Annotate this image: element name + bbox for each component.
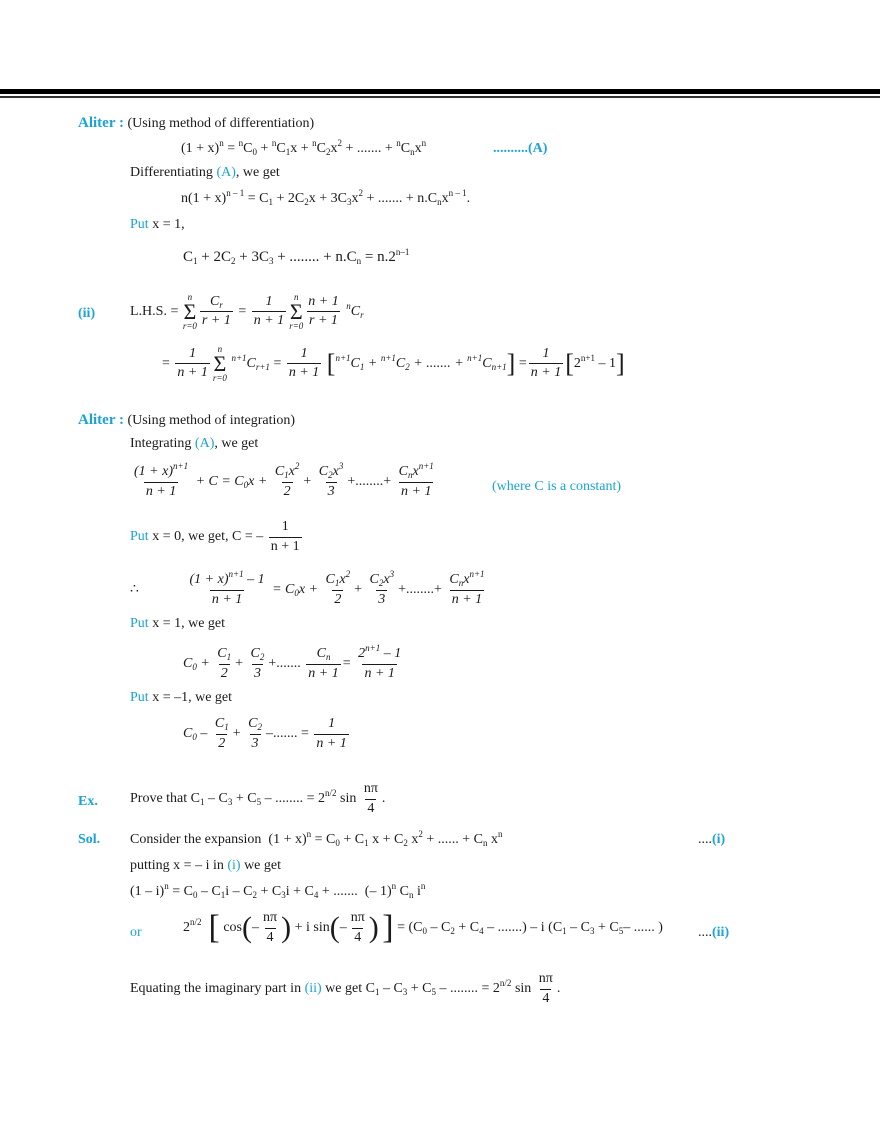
text: Equating the imaginary part in [130, 981, 305, 997]
solution-line3: (1 – i)n = C0 – C1i – C2 + C3i + C4 + ..… [130, 881, 426, 900]
put-x-1-we-get: Put x = 1, we get [130, 617, 225, 631]
text: putting x = – i in [130, 858, 228, 873]
constant-note: (where C is a constant) [492, 480, 621, 494]
equation-derivative: n(1 + x)n – 1 = C1 + 2C2x + 3C3x2 + ....… [181, 188, 471, 207]
header-rule-thick [0, 89, 880, 94]
put-label: Put [130, 616, 149, 631]
part-ii-label: (ii) [78, 307, 95, 321]
example-label: Ex. [78, 795, 98, 809]
label: (ii) [78, 306, 96, 321]
text: x = 0, we get, C = – [148, 529, 264, 545]
text: x = 1, we get [148, 616, 226, 631]
differentiating-line: Differentiating (A), we get [130, 166, 280, 180]
text: x = –1, we get [148, 690, 233, 705]
put-label: Put [130, 217, 149, 232]
solution-label: Sol. [78, 833, 100, 847]
put-x-minus-1-line: Put x = –1, we get [130, 691, 232, 705]
header-rule-thin [0, 96, 880, 98]
label: or [130, 925, 142, 940]
aliter-title: (Using method of differentiation) [127, 116, 315, 131]
equation-A-tag: ..........(A) [493, 142, 547, 156]
dots: .... [698, 832, 712, 847]
aliter-integration-heading: Aliter : (Using method of integration) [78, 413, 295, 428]
ref-i: (i) [227, 858, 241, 873]
ref-ii: (ii) [304, 981, 322, 997]
label: Sol. [78, 832, 101, 847]
solution-line2: putting x = – i in (i) we get [130, 859, 281, 873]
text: x = 1, [148, 217, 185, 232]
solution-line1: Consider the expansion (1 + x)n = C0 + C… [130, 829, 503, 848]
equation-ii-tag: ....(ii) [698, 926, 729, 940]
put-x-1-line: Put x = 1, [130, 218, 185, 232]
text: , we get [214, 436, 259, 451]
text: , we get [235, 165, 280, 180]
equation-A: (1 + x)n = nC0 + nC1x + nC2x2 + ....... … [181, 138, 427, 157]
equation-i-tag: ....(i) [698, 833, 725, 847]
example-statement: Prove that C1 – C3 + C5 – ........ = 2n/… [130, 781, 386, 816]
lhs-label: L.H.S. = [130, 303, 179, 319]
text: Integrating [130, 436, 195, 451]
integrating-line: Integrating (A), we get [130, 437, 258, 451]
dots: .... [698, 925, 712, 940]
ref-A: (A) [216, 165, 236, 180]
ref-A: (A) [194, 436, 215, 451]
tag: (ii) [712, 925, 730, 940]
aliter-label: Aliter : [78, 412, 124, 428]
aliter-differentiation-heading: Aliter : (Using method of differentiatio… [78, 116, 314, 131]
text: Differentiating [130, 165, 217, 180]
solution-conclusion: Equating the imaginary part in (ii) we g… [130, 971, 561, 1006]
aliter-title: (Using method of integration) [127, 413, 296, 428]
aliter-label: Aliter : [78, 115, 124, 131]
label: Ex. [78, 794, 98, 809]
or-label: or [130, 926, 142, 940]
text: we get [240, 858, 281, 873]
note: (where C is a constant) [492, 479, 622, 494]
tag: (i) [712, 832, 726, 847]
equation-tag: ..........(A) [493, 141, 548, 156]
put-label: Put [130, 690, 149, 705]
therefore-symbol: ∴ [130, 582, 139, 598]
result-sum-kCk: C1 + 2C2 + 3C3 + ........ + n.Cn = n.2n–… [183, 247, 410, 266]
put-label: Put [130, 529, 149, 545]
